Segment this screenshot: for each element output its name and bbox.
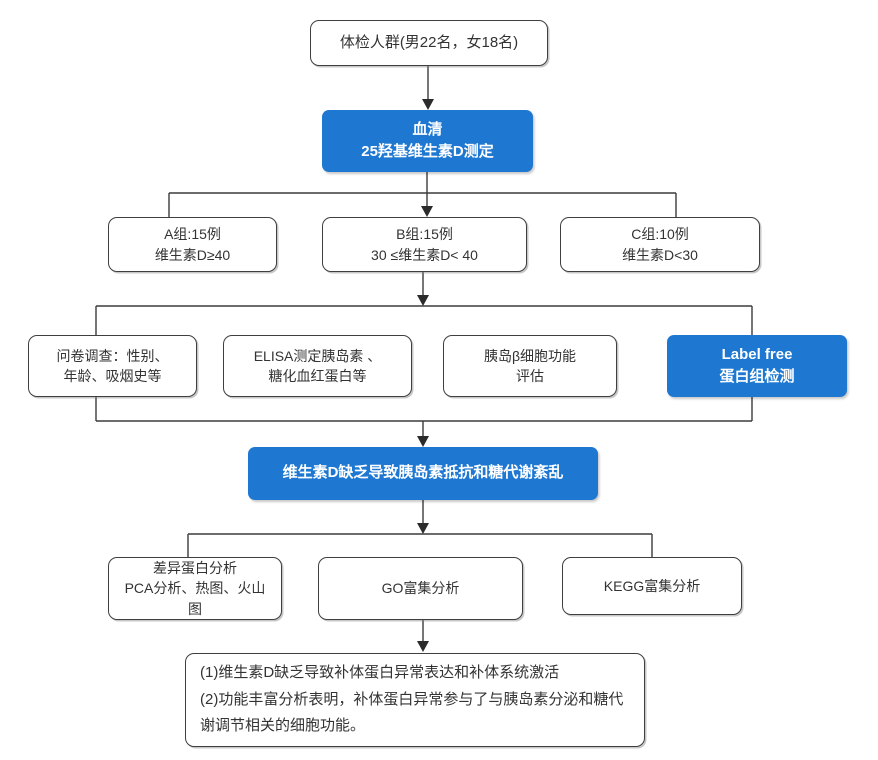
- node-elisa-line2: 糖化血红蛋白等: [268, 368, 367, 384]
- node-questionnaire-line2: 年龄、吸烟史等: [63, 368, 162, 384]
- connector-analysis-bracket: [187, 533, 653, 557]
- node-group-a: A组:15例 维生素D≥40: [108, 217, 277, 272]
- arrowhead-serum: [422, 99, 434, 110]
- connector-groups-bracket: [168, 192, 677, 217]
- node-diff-protein: 差异蛋白分析 PCA分析、热图、火山图: [108, 557, 282, 620]
- node-group-c-line1: C组:10例: [631, 226, 689, 243]
- node-elisa-line1: ELISA测定胰岛素 、: [253, 347, 382, 364]
- arrowhead-final: [417, 641, 429, 652]
- node-diff-protein-line2: PCA分析、热图、火山图: [124, 580, 266, 617]
- node-group-a-line1: A组:15例: [164, 226, 221, 243]
- node-beta-cell-line1: 胰岛β细胞功能: [483, 347, 577, 364]
- node-final-conclusion: (1)维生素D缺乏导致补体蛋白异常表达和补体系统激活 (2)功能丰富分析表明，补…: [185, 653, 645, 747]
- node-label-free: Label free 蛋白组检测: [667, 335, 847, 397]
- node-questionnaire-line1: 问卷调查：性别、: [56, 347, 169, 364]
- arrowhead-analysis: [417, 523, 429, 534]
- node-group-c-line2: 维生素D<30: [622, 246, 698, 263]
- node-kegg-enrichment: KEGG富集分析: [562, 557, 742, 615]
- node-go-enrichment-text: GO富集分析: [381, 580, 460, 597]
- node-kegg-enrichment-text: KEGG富集分析: [603, 577, 701, 594]
- arrowhead-groupb: [421, 206, 433, 217]
- node-group-b: B组:15例 30 ≤维生素D< 40: [322, 217, 527, 272]
- node-mid-conclusion: 维生素D缺乏导致胰岛素抵抗和糖代谢紊乱: [248, 447, 598, 500]
- node-diff-protein-line1: 差异蛋白分析: [153, 560, 237, 577]
- node-group-b-line2: 30 ≤维生素D< 40: [371, 246, 478, 263]
- node-serum-line1: 血清: [412, 120, 443, 138]
- node-beta-cell: 胰岛β细胞功能 评估: [443, 335, 617, 397]
- node-questionnaire: 问卷调查：性别、 年龄、吸烟史等: [28, 335, 197, 397]
- node-final-conclusion-line2: (2)功能丰富分析表明，补体蛋白异常参与了与胰岛素分泌和糖代谢调节相关的细胞功能…: [200, 690, 624, 735]
- node-group-c: C组:10例 维生素D<30: [560, 217, 760, 272]
- node-final-conclusion-line1: (1)维生素D缺乏导致补体蛋白异常表达和补体系统激活: [200, 663, 560, 681]
- node-beta-cell-line2: 评估: [516, 368, 544, 384]
- node-serum-line2: 25羟基维生素D测定: [361, 143, 494, 160]
- node-group-a-line2: 维生素D≥40: [154, 246, 231, 263]
- node-population-text: 体检人群(男22名，女18名): [339, 34, 519, 52]
- node-group-b-line1: B组:15例: [396, 226, 453, 243]
- node-label-free-line2: 蛋白组检测: [719, 368, 795, 385]
- node-label-free-line1: Label free: [721, 345, 793, 363]
- connector-row4-midconclusion: [95, 397, 753, 437]
- node-elisa: ELISA测定胰岛素 、 糖化血红蛋白等: [223, 335, 412, 397]
- node-serum: 血清 25羟基维生素D测定: [322, 110, 533, 172]
- arrowhead-midconclusion: [417, 436, 429, 447]
- node-go-enrichment: GO富集分析: [318, 557, 523, 620]
- arrowhead-row4: [417, 295, 429, 306]
- node-population: 体检人群(男22名，女18名): [310, 20, 548, 66]
- node-mid-conclusion-text: 维生素D缺乏导致胰岛素抵抗和糖代谢紊乱: [282, 464, 564, 482]
- connector-row4-bracket: [95, 305, 753, 335]
